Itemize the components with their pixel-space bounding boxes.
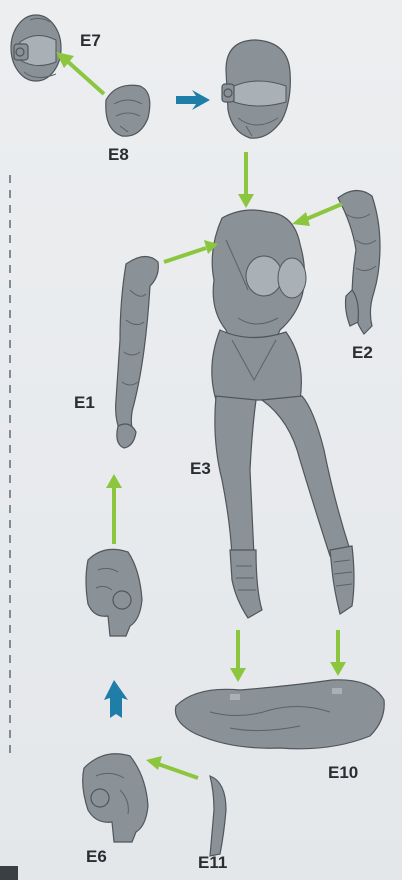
- part-e1-arm: [116, 256, 159, 448]
- part-e8-faceplate: [106, 85, 150, 136]
- label-e7: E7: [80, 31, 101, 50]
- part-e7-helmet: [11, 15, 61, 81]
- label-e11: E11: [198, 853, 227, 872]
- part-e10-base: [175, 680, 384, 749]
- part-e3-body: [212, 210, 354, 618]
- part-e6-top-assembled: [86, 549, 142, 636]
- edge-tab: [0, 866, 18, 880]
- label-e3: E3: [190, 459, 211, 478]
- label-e10: E10: [328, 763, 358, 782]
- label-e1: E1: [74, 393, 95, 412]
- part-e11-tail: [210, 776, 226, 856]
- arrow-e11-to-e6: [146, 756, 198, 778]
- arrow-head-to-body: [238, 152, 254, 208]
- arrow-right-boot-to-base: [330, 630, 346, 676]
- arrow-e1-to-body: [164, 240, 218, 262]
- label-e2: E2: [352, 343, 373, 362]
- blue-arrow-right: [176, 90, 210, 110]
- label-e8: E8: [108, 145, 129, 164]
- arrow-e2-to-body: [292, 204, 342, 226]
- label-e6: E6: [86, 847, 107, 866]
- part-e6: [83, 754, 148, 842]
- arrow-left-boot-to-base: [230, 630, 246, 682]
- part-e2-arm: [338, 190, 380, 334]
- arrow-up-to-e1: [106, 474, 122, 544]
- blue-arrow-up: [104, 680, 128, 718]
- part-assembled-head: [222, 40, 290, 138]
- arrow-e8-to-e7: [56, 52, 104, 94]
